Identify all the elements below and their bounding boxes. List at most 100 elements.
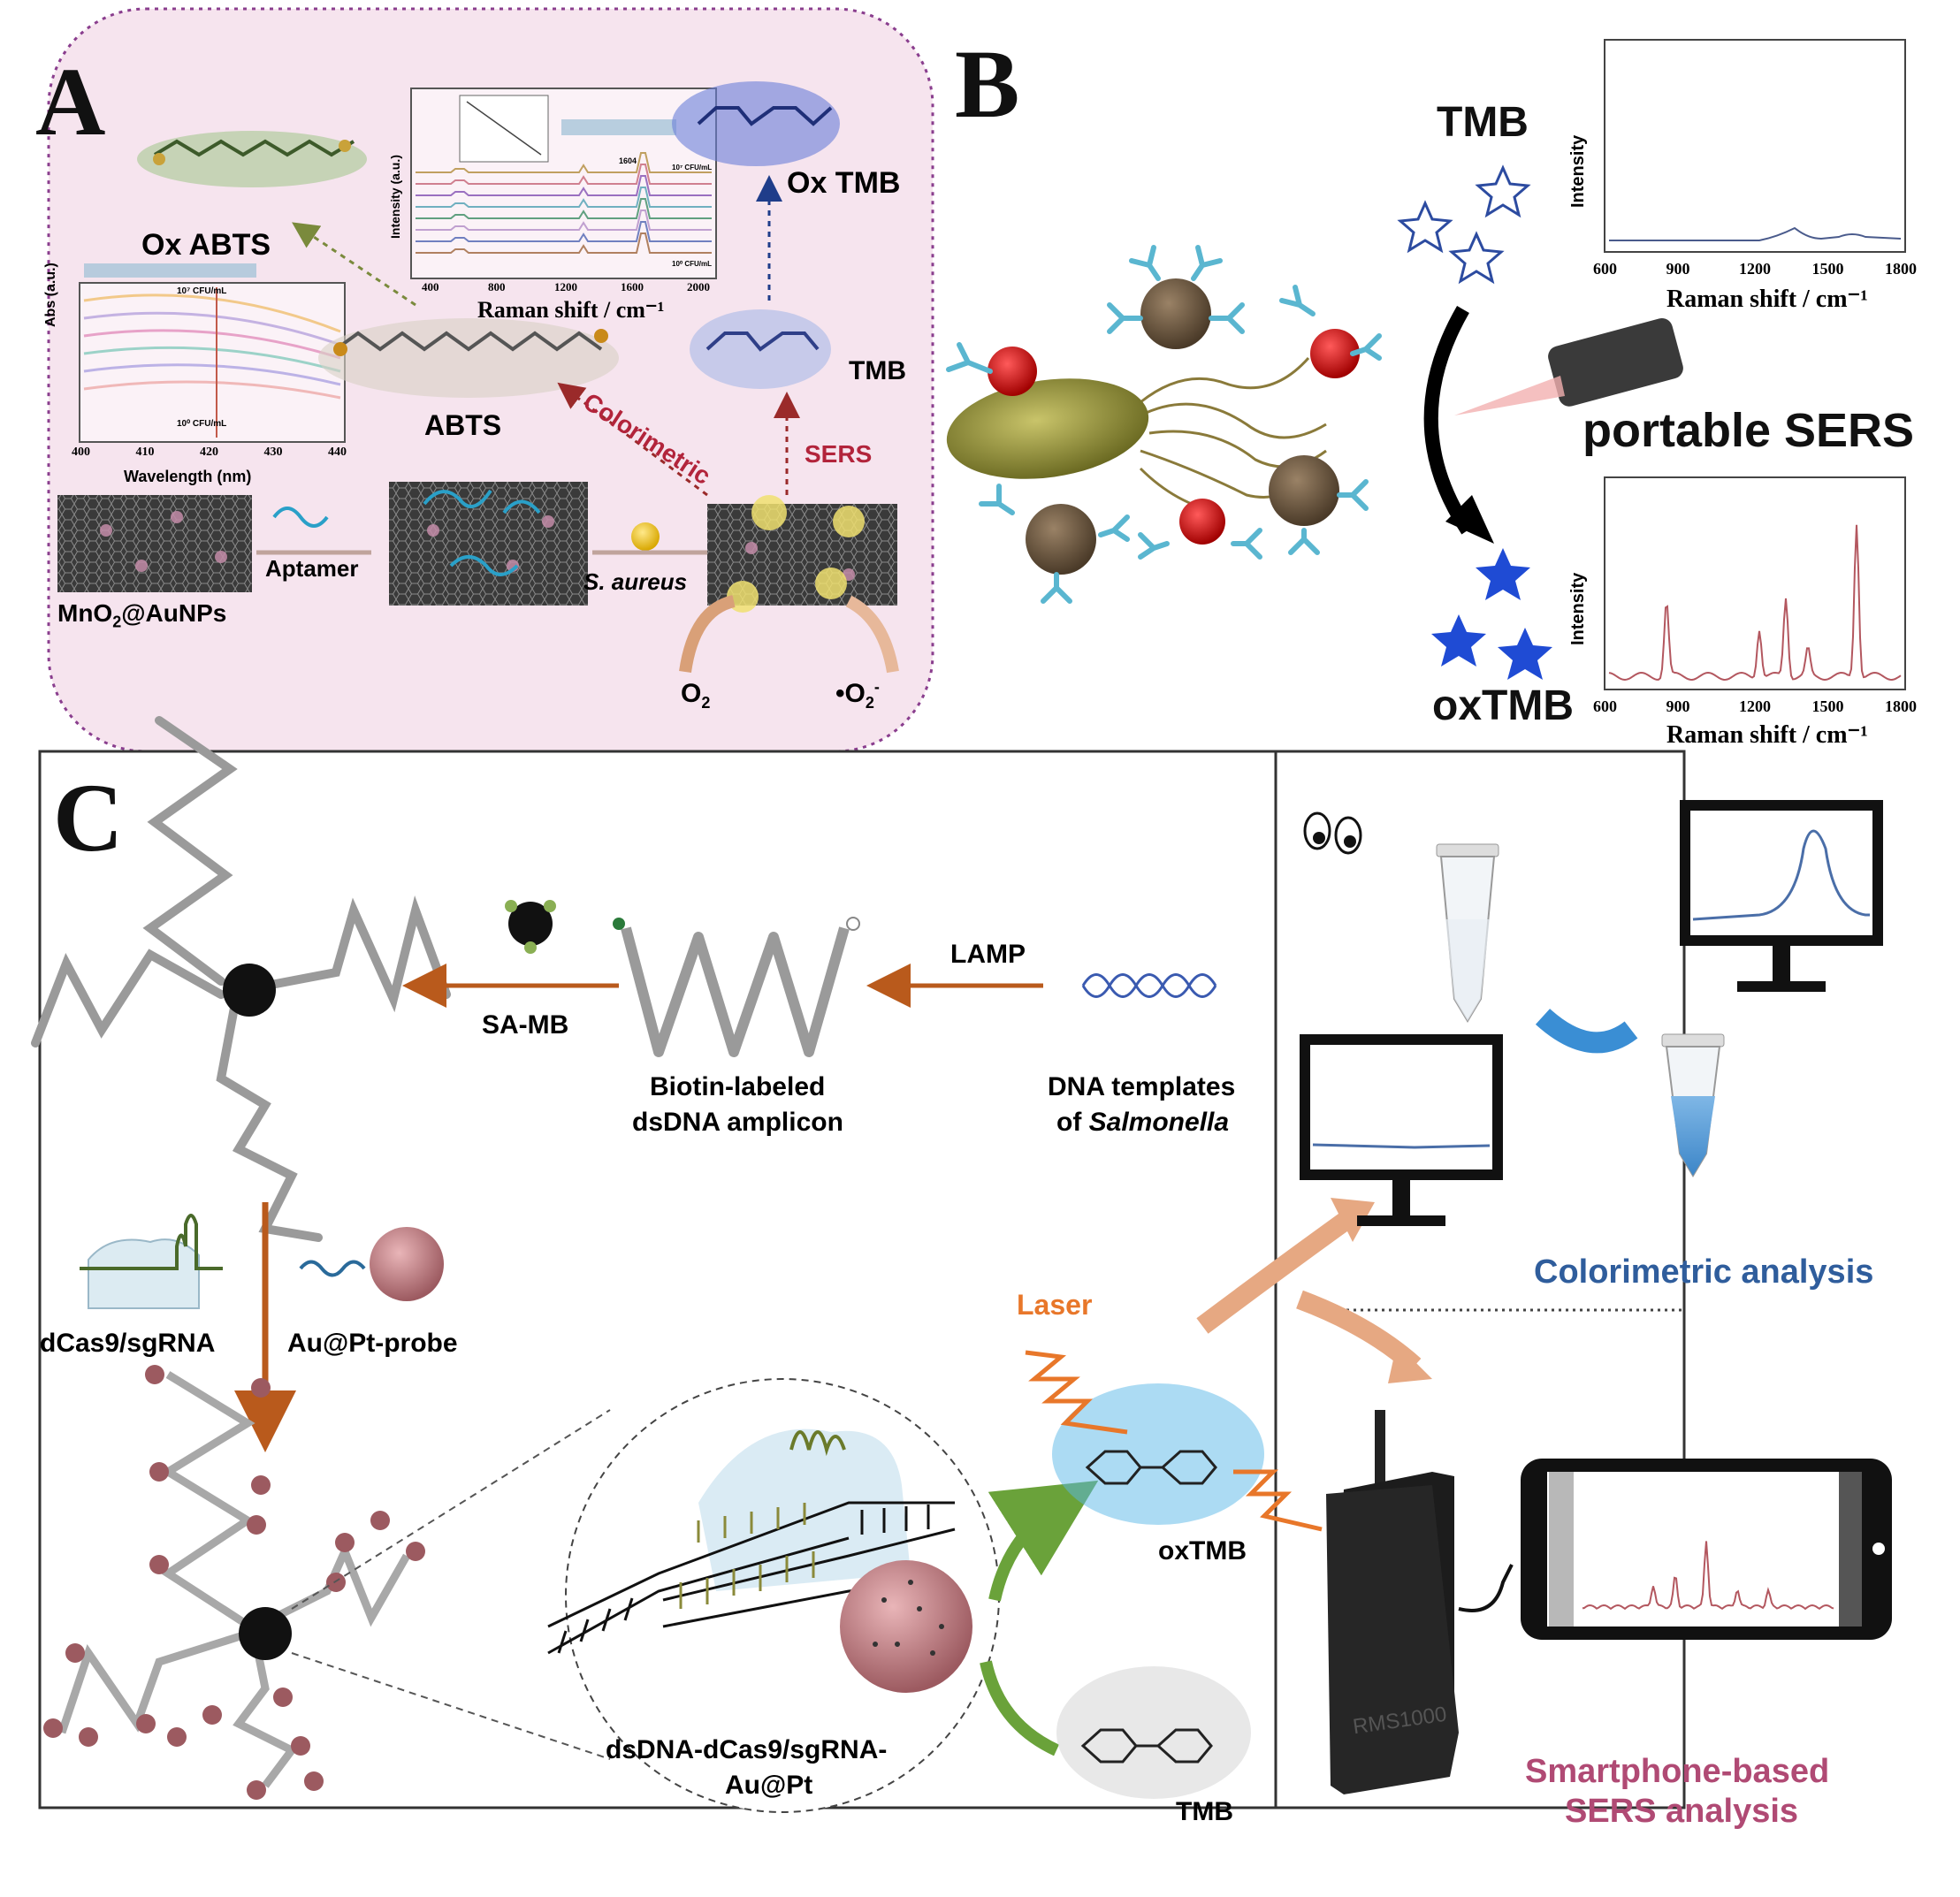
- dna-template-helix: [1081, 973, 1217, 998]
- raman-chart-a: [410, 88, 717, 279]
- nanoparticles: [988, 278, 1360, 575]
- aupt-probe-label: Au@Pt-probe: [287, 1329, 458, 1358]
- dna-template-of: of: [1056, 1108, 1089, 1137]
- complex-label-2: Au@Pt: [725, 1771, 813, 1800]
- b-bottom-xtick-2: 1200: [1739, 697, 1771, 715]
- abts-label: ABTS: [424, 409, 502, 441]
- raman-a-top-series: 10⁷ CFU/mL: [672, 164, 713, 171]
- raman-a-trace-2: [416, 175, 712, 196]
- laser-label: Laser: [1017, 1289, 1093, 1321]
- tmb-label-b: TMB: [1437, 99, 1529, 146]
- biotin-label-1: Biotin-labeled: [650, 1072, 826, 1101]
- raman-a-xlabel: Raman shift / cm⁻¹: [477, 297, 665, 323]
- ox-abts-molecule: [137, 131, 367, 187]
- colorimetric-analysis-label: Colorimetric analysis: [1534, 1253, 1874, 1291]
- o2-arrow: [679, 595, 736, 674]
- oxtmb-molecule: [1052, 1383, 1264, 1525]
- monitor-peak: [1680, 800, 1883, 992]
- complex-label-1: dsDNA-dCas9/sgRNA-: [606, 1735, 888, 1764]
- abs-xtick-4: 440: [328, 446, 347, 459]
- radical-subscript: 2: [865, 694, 874, 712]
- aupt-probe-icon: [299, 1227, 444, 1301]
- monitor-flat: [1300, 1034, 1503, 1226]
- portable-sers-label: portable SERS: [1582, 404, 1915, 457]
- laser-squiggle-2: [1233, 1469, 1323, 1532]
- arrow-from-tmb: [980, 1660, 1060, 1756]
- s-aureus-ball: [631, 522, 660, 551]
- o2-label: O2: [681, 679, 711, 712]
- tmb-label-c: TMB: [1176, 1797, 1233, 1826]
- magnetic-bead: [223, 964, 276, 1017]
- raman-a-xtick-4: 2000: [687, 280, 710, 293]
- ox-tmb-molecule: [672, 81, 840, 166]
- oxtmb-stars: [1431, 548, 1552, 680]
- panel-c: [31, 716, 1892, 1813]
- b-top-ylabel: Intensity: [1568, 134, 1588, 208]
- dna-template-salmonella: Salmonella: [1088, 1108, 1230, 1137]
- raman-chart-b-top: [1604, 39, 1906, 253]
- raman-a-xtick-1: 800: [488, 280, 506, 293]
- laser-squiggle-1: [1025, 1350, 1128, 1435]
- tmb-molecule-a: [690, 309, 831, 389]
- arrow-colorimetric: [557, 382, 708, 497]
- smartphone-label-1: Smartphone-based: [1525, 1753, 1830, 1790]
- dna-template-label-1: DNA templates: [1048, 1072, 1236, 1101]
- o2-subscript: 2: [701, 694, 711, 712]
- dna-template-label-2: of Salmonella: [1056, 1109, 1229, 1136]
- raman-a-trace-6: [416, 221, 712, 242]
- bacterium: [946, 357, 1327, 514]
- b-top-xtick-1: 900: [1666, 260, 1690, 278]
- abs-spectrum-chart: [79, 263, 346, 443]
- o2-text: O: [681, 679, 702, 708]
- panel-c-letter: C: [53, 764, 124, 872]
- sa-mb-bead: [508, 902, 553, 946]
- raman-a-ylabel: Intensity (a.u.): [388, 155, 402, 239]
- smartphone: [1521, 1459, 1892, 1640]
- b-top-xtick-2: 1200: [1739, 260, 1771, 278]
- oxtmb-label-c: oxTMB: [1158, 1536, 1247, 1566]
- abs-ylabel: Abs (a.u.): [43, 263, 58, 327]
- mno2-sheet-2: [389, 482, 588, 606]
- aptamer-label: Aptamer: [265, 555, 359, 582]
- biotin-label-2: dsDNA amplicon: [632, 1108, 843, 1137]
- abs-bottom-label: 10⁰ CFU/mL: [177, 419, 227, 429]
- dcas9-complex: [547, 1428, 972, 1693]
- arrow-to-monitor: [1196, 1208, 1359, 1334]
- b-bottom-xlabel: Raman shift / cm⁻¹: [1666, 721, 1868, 749]
- ox-tmb-label: Ox TMB: [787, 166, 901, 200]
- raman-a-bottom-series: 10⁰ CFU/mL: [672, 260, 712, 268]
- mno2-sheet-1: [57, 495, 252, 592]
- raman-a-trace-0: [416, 152, 712, 173]
- rms-device: [1326, 1410, 1514, 1794]
- tmb-stars: [1397, 164, 1531, 285]
- radical-label: •O2-: [835, 679, 880, 711]
- ox-abts-label: Ox ABTS: [141, 228, 271, 262]
- mno2-text: MnO: [57, 599, 113, 627]
- sa-mb-label: SA-MB: [482, 1010, 569, 1040]
- sers-label-a: SERS: [805, 440, 873, 468]
- radical-arrow: [845, 595, 899, 674]
- raman-a-xtick-0: 400: [422, 280, 439, 293]
- s-aureus-label: S. aureus: [583, 568, 688, 595]
- arrow-tmb-to-oxtmb: [988, 1480, 1099, 1602]
- raman-chart-b-bottom: [1604, 476, 1906, 690]
- b-bottom-ylabel: Intensity: [1568, 572, 1588, 645]
- b-bottom-xtick-3: 1500: [1811, 697, 1844, 715]
- raman-a-xtick-3: 1600: [621, 280, 644, 293]
- portable-sers-device: [1454, 317, 1683, 415]
- probe-assembly: [43, 1365, 425, 1800]
- raman-a-peak-label: 1604: [619, 156, 637, 165]
- dcas9-label: dCas9/sgRNA: [40, 1329, 216, 1358]
- b-top-xtick-3: 1500: [1811, 260, 1844, 278]
- raman-a-trace-7: [416, 232, 712, 254]
- arrow-abts-to-ox-abts: [292, 222, 416, 307]
- raman-a-trace-5: [416, 210, 712, 231]
- panel-a: [47, 7, 934, 753]
- abs-xtick-2: 420: [200, 446, 218, 459]
- b-top-xtick-0: 600: [1593, 260, 1617, 278]
- abs-xtick-0: 400: [72, 446, 90, 459]
- biotin-dsdna: [621, 926, 850, 1057]
- abs-xtick-3: 430: [263, 446, 283, 459]
- panel-b-letter: B: [955, 30, 1020, 138]
